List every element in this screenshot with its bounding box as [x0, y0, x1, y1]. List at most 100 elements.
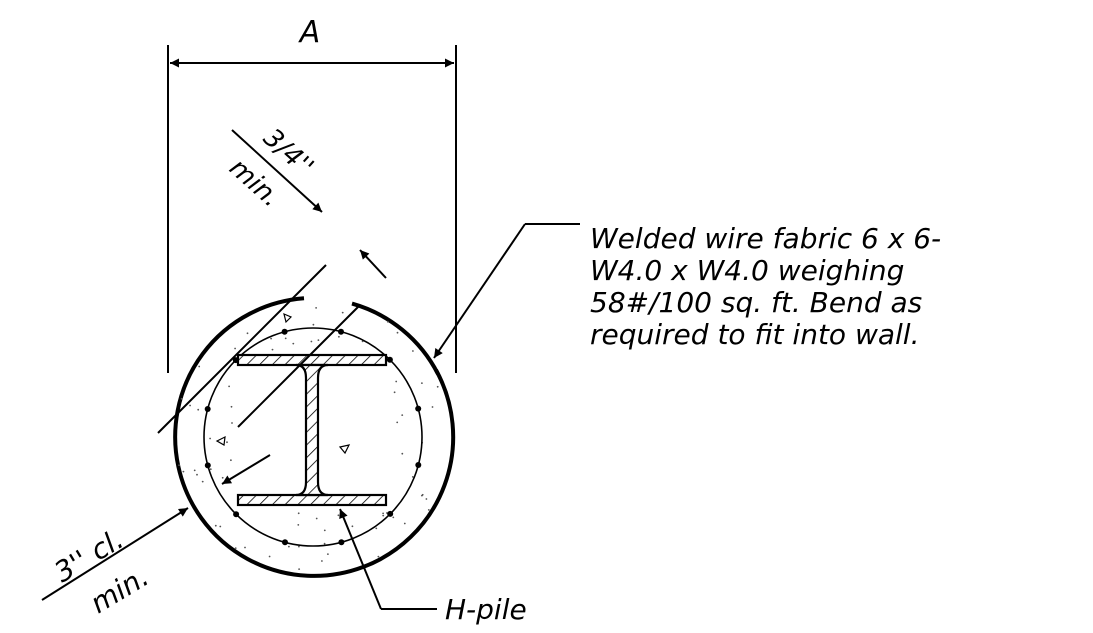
- concrete-stipple-dot: [382, 512, 384, 515]
- concrete-stipple-dot: [209, 437, 212, 440]
- h-pile-bottom-flange: [236, 493, 388, 507]
- concrete-stipple-dot: [436, 385, 439, 388]
- concrete-stipple-dot: [246, 332, 249, 335]
- concrete-stipple-dot: [298, 568, 300, 570]
- concrete-stipple-dot: [310, 340, 313, 343]
- concrete-stipple-dot: [298, 545, 300, 548]
- concrete-stipple-dot: [221, 476, 224, 479]
- concrete-stipple-dot: [427, 509, 430, 511]
- concrete-stipple-dot: [431, 406, 434, 408]
- concrete-stipple-dot: [196, 473, 198, 476]
- concrete-stipple-dot: [234, 347, 237, 350]
- dimension-three-quarter: 3/4'' min.: [157, 123, 387, 434]
- concrete-stipple-dot: [228, 385, 231, 388]
- concrete-stipple-dot: [377, 555, 380, 558]
- wire-fabric-note-line-4: required to fit into wall.: [590, 318, 919, 351]
- concrete-stipple-dot: [312, 323, 315, 326]
- concrete-stipple-dot: [292, 342, 295, 345]
- rebar-dot: [415, 405, 422, 412]
- wire-fabric-note-line-1: Welded wire fabric 6 x 6-: [590, 222, 941, 255]
- h-pile-callout: H-pile: [339, 508, 527, 626]
- concrete-stipple-dot: [209, 468, 212, 471]
- aggregate-triangle: [283, 312, 293, 324]
- concrete-stipple-dot: [284, 337, 287, 340]
- concrete-stipple-dot: [341, 311, 344, 314]
- concrete-stipple-dot: [234, 547, 237, 549]
- concrete-stipple-dot: [411, 476, 414, 478]
- concrete-stipple-dot: [178, 464, 181, 467]
- rebar-dot: [204, 462, 211, 469]
- concrete-stipple-dot: [321, 560, 323, 562]
- aggregate-marks: [215, 312, 351, 455]
- rebar-dot: [415, 462, 422, 468]
- concrete-stipple-dot: [421, 382, 423, 384]
- concrete-stipple-dot: [268, 555, 271, 558]
- concrete-stipple-dot: [315, 517, 318, 520]
- concrete-stipple-dot: [401, 452, 404, 455]
- wire-fabric-leader-diagonal: [433, 223, 526, 359]
- concrete-stipple-dot: [393, 391, 396, 394]
- h-pile-top-flange: [236, 353, 388, 367]
- concrete-stipple-dot: [297, 512, 300, 515]
- concrete-stipple-dot: [214, 524, 217, 527]
- concrete-stipple-dot: [396, 331, 399, 334]
- concrete-stipple-dot: [317, 339, 320, 341]
- h-pile-label: H-pile: [445, 593, 527, 626]
- h-pile-section: [236, 353, 388, 507]
- outer-circle-right-arc: [351, 301, 440, 375]
- rebar-dot: [338, 539, 345, 546]
- concrete-stipple-dot: [288, 545, 290, 548]
- concrete-stipple-dot: [271, 348, 274, 351]
- concrete-stipple-dot: [337, 514, 340, 517]
- rebar-dot: [386, 356, 393, 363]
- dim-3-4-extension-short: [237, 306, 359, 428]
- dim-3-4-leader-top: [231, 129, 323, 213]
- concrete-stipple-dot: [315, 307, 317, 309]
- concrete-stipple-dot: [189, 404, 192, 407]
- concrete-stipple-dot: [180, 397, 183, 400]
- dim-3-4-leader-bottom: [359, 249, 387, 279]
- concrete-stipple-dot: [401, 414, 404, 416]
- rebar-dot: [233, 511, 240, 518]
- dim-a-label: A: [298, 15, 321, 50]
- rebar-dot: [338, 328, 344, 335]
- wire-fabric-note-line-2: W4.0 x W4.0 weighing: [590, 254, 904, 287]
- concrete-stipple-dot: [382, 514, 385, 517]
- rebar-dot: [282, 539, 288, 546]
- concrete-stipple-dot: [392, 516, 395, 519]
- cover-leader-outer: [41, 507, 189, 601]
- h-pile-web: [295, 363, 329, 497]
- concrete-stipple-dot: [323, 529, 326, 532]
- concrete-stipple-dot: [230, 405, 233, 408]
- concrete-stipple-dot: [395, 380, 398, 383]
- concrete-stipple-dot: [403, 522, 406, 525]
- concrete-stipple-dot: [323, 542, 326, 545]
- concrete-stipple-dot: [230, 459, 232, 462]
- h-pile-leader-diagonal: [339, 508, 382, 610]
- concrete-stipple-dot: [244, 546, 246, 549]
- rebar-dot: [281, 328, 288, 335]
- concrete-stipple-dot: [338, 335, 340, 338]
- pile-outer: [173, 296, 456, 578]
- aggregate-triangle: [338, 444, 351, 455]
- concrete-stipple-dot: [297, 524, 300, 526]
- concrete-stipple-dot: [182, 470, 185, 473]
- dim-3-4-extension-long: [157, 264, 327, 434]
- dimension-cover: 3'' cl. min.: [41, 454, 271, 620]
- concrete-stipple-dot: [375, 527, 378, 530]
- rebar-dot: [204, 406, 211, 412]
- concrete-stipple-dot: [412, 350, 414, 352]
- outer-circle: [173, 296, 456, 578]
- concrete-stipple-dot: [270, 337, 272, 340]
- concrete-stipple-dot: [197, 408, 200, 411]
- concrete-stipple-dot: [421, 493, 424, 496]
- aggregate-triangle: [215, 435, 226, 446]
- dimension-a: A: [167, 15, 457, 373]
- wire-fabric-note-line-3: 58#/100 sq. ft. Bend as: [590, 286, 922, 319]
- cover-leader-inner: [221, 454, 271, 485]
- concrete-stipple-dot: [327, 553, 329, 555]
- rebar-dot: [387, 510, 394, 517]
- concrete-stipple-dot: [386, 320, 389, 323]
